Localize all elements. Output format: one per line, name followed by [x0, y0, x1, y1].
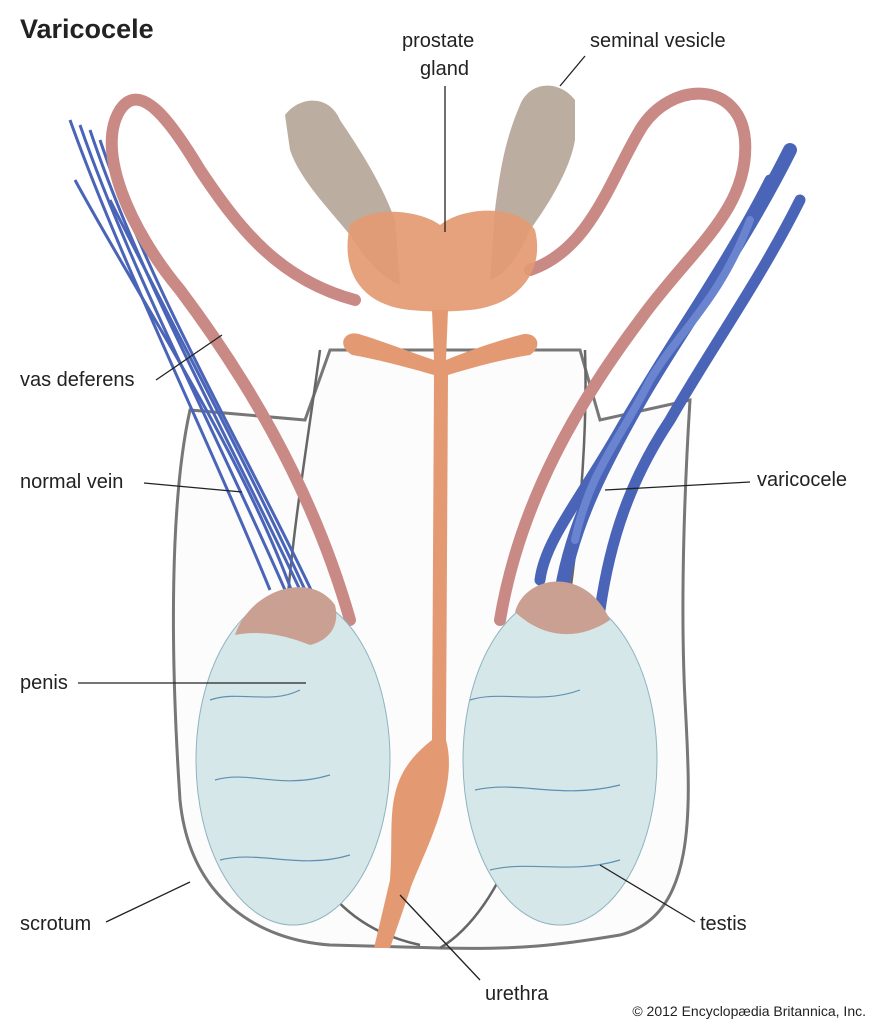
normal-vein — [68, 119, 314, 593]
label-seminal-vesicle: seminal vesicle — [590, 30, 726, 52]
label-normal-vein: normal vein — [20, 471, 124, 493]
varicocele-veins — [534, 143, 806, 616]
leader-lines — [78, 55, 751, 981]
label-penis: penis — [20, 672, 68, 694]
urethra — [343, 310, 538, 948]
label-prostate: prostate — [402, 30, 475, 52]
label-scrotum: scrotum — [20, 913, 92, 935]
label-testis: testis — [700, 913, 747, 935]
testis-vessels — [209, 689, 621, 871]
copyright: © 2012 Encyclopædia Britannica, Inc. — [632, 1003, 866, 1019]
prostate-gland — [347, 210, 538, 312]
label-varicocele: varicocele — [757, 469, 848, 491]
diagram-title: Varicocele — [20, 14, 154, 44]
vas-deferens — [105, 87, 752, 626]
label-urethra: urethra — [485, 983, 549, 1005]
label-gland: gland — [420, 58, 469, 80]
testis — [195, 594, 658, 926]
label-vas-deferens: vas deferens — [20, 369, 135, 391]
epididymis — [235, 581, 610, 645]
